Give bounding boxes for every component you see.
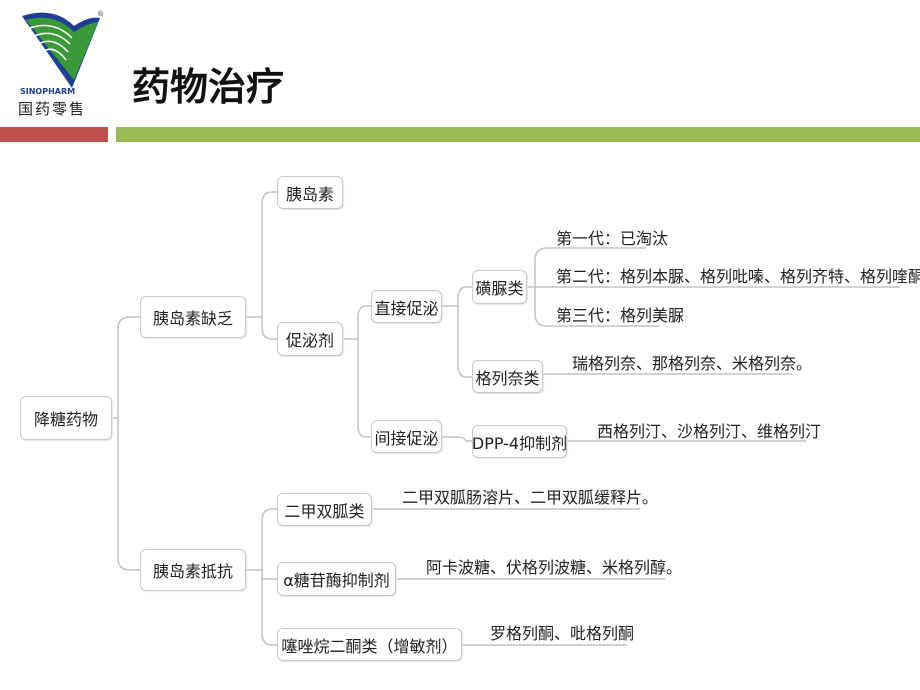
node-dpp4[interactable]: DPP-4抑制剂 (472, 425, 567, 458)
node-biguanide[interactable]: 二甲双胍类 (277, 493, 372, 526)
leaf-tzd-drugs: 罗格列酮、吡格列酮 (490, 624, 635, 643)
node-indirect[interactable]: 间接促泌 (371, 420, 442, 453)
node-insulin-deficiency[interactable]: 胰岛素缺乏 (140, 296, 246, 338)
logo-text: 国药零售 (18, 100, 87, 118)
leaf-dpp4-drugs: 西格列汀、沙格列汀、维格列汀 (597, 422, 822, 441)
leaf-gen2: 第二代：格列本脲、格列吡嗪、格列齐特、格列喹酮 (556, 267, 920, 286)
leaf-gen3: 第三代：格列美脲 (556, 306, 685, 325)
leaf-agi-drugs: 阿卡波糖、伏格列波糖、米格列醇。 (426, 558, 683, 577)
header-bar-red (0, 127, 108, 142)
node-root[interactable]: 降糖药物 (20, 396, 112, 440)
sinopharm-logo: ® SINOPHARM (14, 8, 106, 116)
node-sulfonylurea[interactable]: 磺脲类 (472, 270, 527, 304)
node-secretagogue[interactable]: 促泌剂 (277, 322, 343, 356)
svg-text:SINOPHARM: SINOPHARM (20, 87, 75, 96)
node-glinide[interactable]: 格列奈类 (472, 360, 543, 393)
leaf-glinide-drugs: 瑞格列奈、那格列奈、米格列奈。 (572, 354, 813, 373)
leaf-gen1: 第一代：已淘汰 (556, 229, 669, 248)
node-insulin[interactable]: 胰岛素 (277, 176, 343, 209)
svg-text:®: ® (97, 10, 104, 18)
node-agi[interactable]: α糖苷酶抑制剂 (277, 562, 396, 596)
leaf-biguanide-drugs: 二甲双胍肠溶片、二甲双胍缓释片。 (402, 488, 659, 507)
node-direct[interactable]: 直接促泌 (371, 290, 442, 323)
header-bar-green (116, 127, 920, 142)
node-tzd[interactable]: 噻唑烷二酮类（增敏剂） (277, 628, 462, 661)
page-title: 药物治疗 (132, 65, 285, 109)
node-insulin-resistance[interactable]: 胰岛素抵抗 (140, 549, 246, 591)
